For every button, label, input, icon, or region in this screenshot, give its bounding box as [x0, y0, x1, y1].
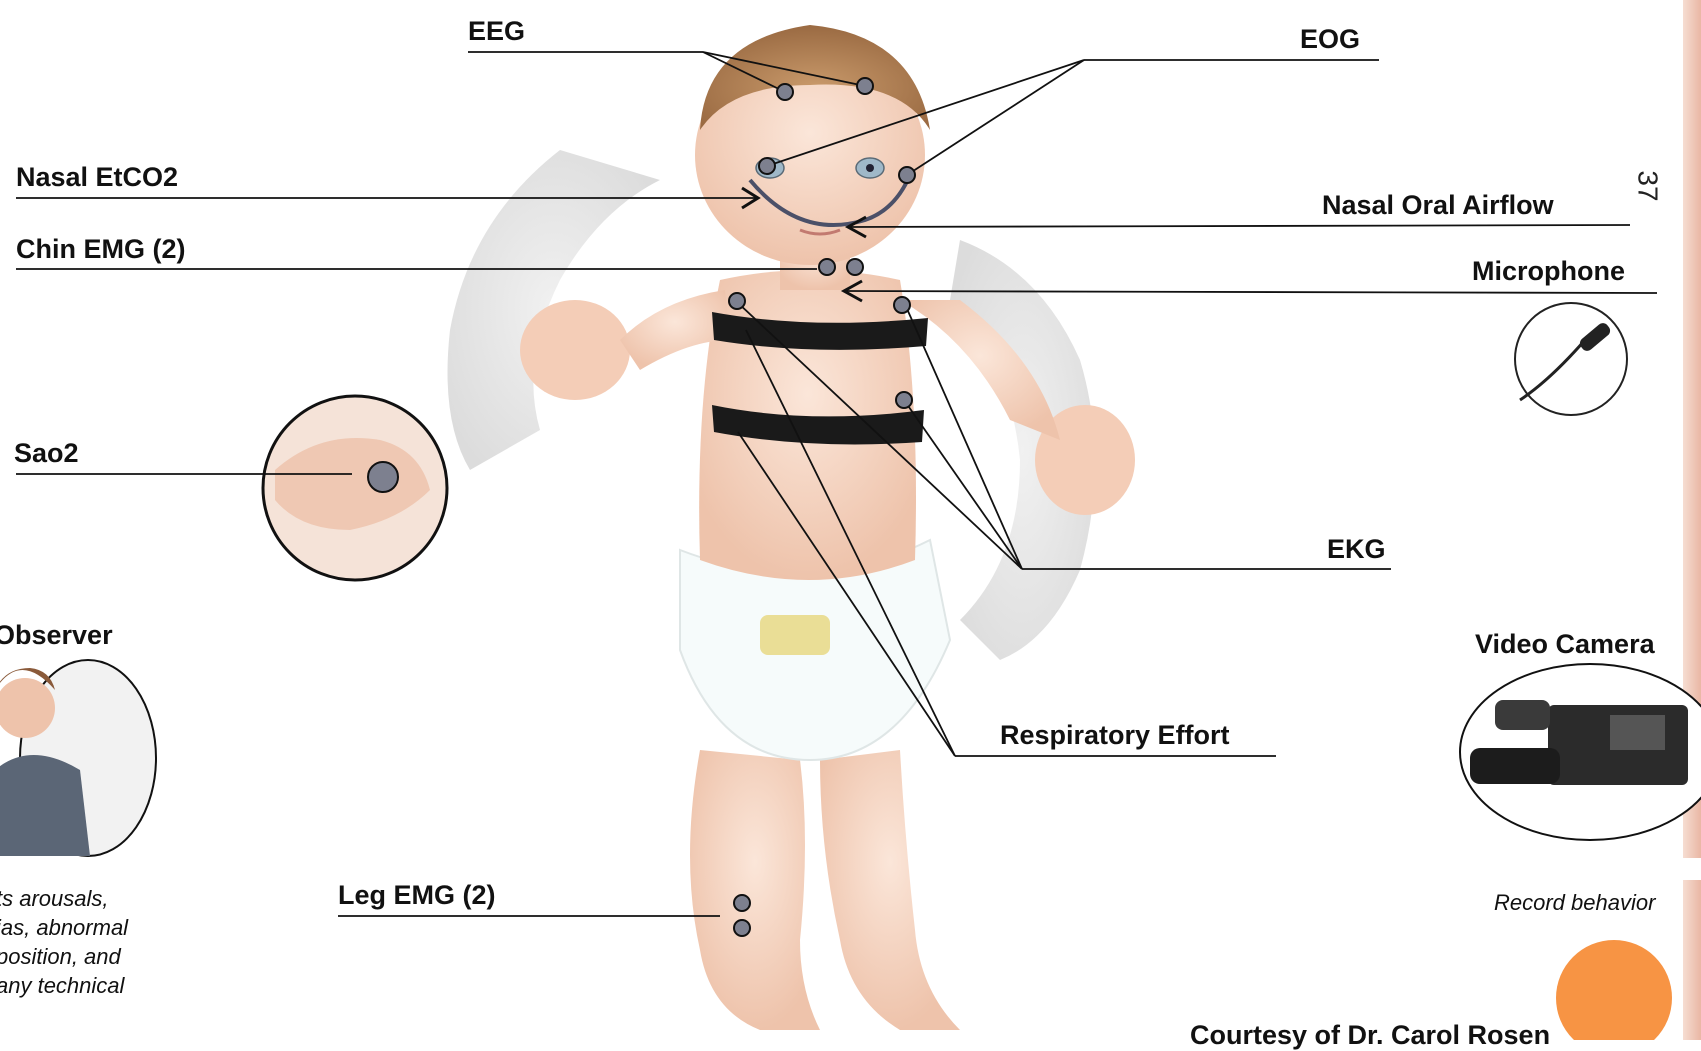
credit-text: Courtesy of Dr. Carol Rosen: [1190, 1020, 1550, 1051]
camera-caption: Record behavior: [1494, 888, 1655, 917]
microphone-inset: [1515, 303, 1627, 415]
label-microphone: Microphone: [1472, 256, 1625, 287]
observer-caption-line: ias, abnormal: [0, 913, 128, 942]
accent-circle: [1556, 940, 1672, 1040]
label-video-camera: Video Camera: [1475, 629, 1655, 660]
label-leg-emg: Leg EMG (2): [338, 880, 496, 911]
observer-caption-line: ts arousals,: [0, 884, 128, 913]
observer-caption: ts arousals, ias, abnormal position, and…: [0, 884, 128, 1000]
observer-inset: [0, 660, 156, 856]
video-camera-inset: [1460, 664, 1701, 840]
label-eog: EOG: [1300, 24, 1360, 55]
observer-caption-line: any technical: [0, 971, 128, 1000]
label-respiratory-effort: Respiratory Effort: [1000, 720, 1230, 751]
slide-number: 37: [1632, 170, 1664, 201]
label-sao2: Sao2: [14, 438, 79, 469]
label-observer: Observer: [0, 620, 113, 651]
label-nasal-oral-airflow: Nasal Oral Airflow: [1322, 190, 1554, 221]
label-eeg: EEG: [468, 16, 525, 47]
sao2-sensor-dot: [368, 462, 398, 492]
label-nasal-etco2: Nasal EtCO2: [16, 162, 178, 193]
observer-caption-line: position, and: [0, 942, 128, 971]
label-ekg: EKG: [1327, 534, 1386, 565]
label-chin-emg: Chin EMG (2): [16, 234, 186, 265]
sao2-inset: [263, 396, 447, 580]
